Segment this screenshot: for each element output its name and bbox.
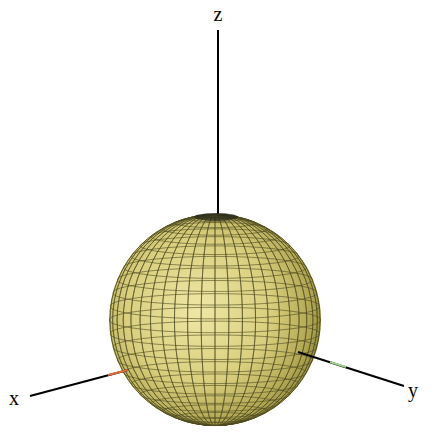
y-axis-tint bbox=[330, 362, 346, 367]
latitude-line bbox=[117, 349, 313, 372]
latitude-line bbox=[117, 268, 313, 291]
latitude-line bbox=[123, 256, 307, 278]
latitude-line bbox=[140, 237, 290, 255]
latitude-line bbox=[131, 246, 299, 266]
sphere-grid bbox=[109, 214, 321, 426]
axis-label: x bbox=[9, 388, 19, 408]
longitude-line bbox=[117, 214, 313, 426]
y-axis bbox=[298, 352, 404, 386]
longitude-line bbox=[113, 214, 318, 426]
longitude-line bbox=[117, 214, 313, 426]
axis-label: z bbox=[214, 4, 223, 24]
z-axis bbox=[217, 30, 219, 216]
latitude-line bbox=[109, 307, 321, 332]
longitude-line bbox=[123, 214, 307, 426]
latitude-line bbox=[113, 335, 318, 360]
longitude-line bbox=[110, 214, 320, 426]
latitude-line bbox=[113, 281, 318, 306]
latitude-line bbox=[123, 362, 307, 384]
sphere-pole bbox=[194, 213, 238, 221]
longitude-line bbox=[113, 214, 318, 426]
longitude-line bbox=[110, 214, 320, 426]
longitude-line bbox=[123, 214, 307, 426]
longitude-line bbox=[131, 214, 299, 426]
latitude-line bbox=[110, 294, 320, 319]
axis-label: y bbox=[408, 380, 418, 400]
x-axis bbox=[30, 370, 128, 396]
sphere bbox=[109, 214, 321, 426]
latitude-line bbox=[110, 321, 320, 346]
x-axis-tint bbox=[108, 370, 128, 375]
latitude-line bbox=[150, 229, 279, 244]
longitude-line bbox=[131, 214, 299, 426]
latitude-line bbox=[131, 374, 299, 394]
